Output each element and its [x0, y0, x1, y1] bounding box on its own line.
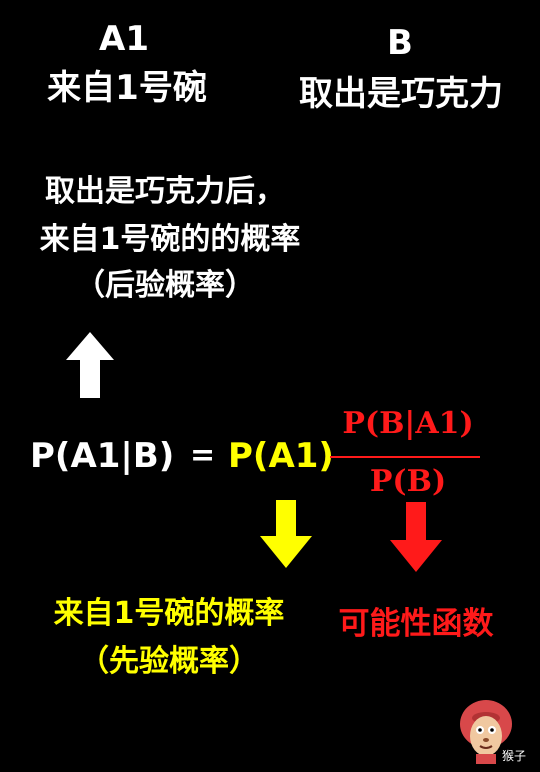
posterior-line-3: （后验概率）: [75, 268, 255, 303]
formula-lhs: P(A1|B): [30, 436, 175, 476]
a1-label: A1: [99, 19, 149, 59]
formula-prior: P(A1): [228, 436, 334, 476]
monkey-logo-icon: [460, 700, 512, 764]
fraction-bar: [330, 456, 480, 458]
formula-numerator: P(B|A1): [342, 406, 474, 441]
red-down-arrow-icon: [390, 502, 442, 572]
formula-denominator: P(B): [369, 464, 447, 499]
white-up-arrow-icon: [66, 332, 114, 398]
a1-description: 来自1号碗: [47, 68, 207, 108]
prior-line-2: （先验概率）: [79, 644, 259, 679]
watermark-text: 猴子: [502, 749, 527, 763]
yellow-down-arrow-icon: [260, 500, 312, 568]
b-description: 取出是巧克力: [299, 74, 503, 114]
posterior-line-1: 取出是巧克力后，: [45, 174, 285, 209]
prior-line-1: 来自1号碗的概率: [53, 596, 285, 631]
formula-equals: =: [190, 438, 216, 473]
b-label: B: [387, 23, 413, 63]
likelihood-label: 可能性函数: [338, 606, 494, 642]
posterior-line-2: 来自1号碗的的概率: [39, 222, 301, 257]
